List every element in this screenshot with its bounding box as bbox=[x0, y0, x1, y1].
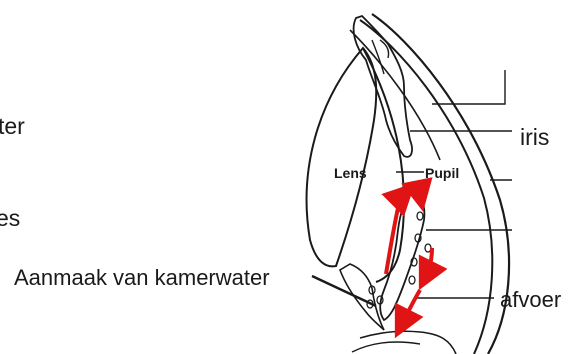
lens-right-edge bbox=[363, 48, 404, 282]
pore bbox=[417, 212, 423, 220]
lower-iris bbox=[380, 190, 424, 320]
pore bbox=[409, 276, 415, 284]
label-aanmaak: Aanmaak van kamerwater bbox=[14, 267, 270, 289]
label-afvoer: afvoer bbox=[500, 289, 561, 311]
outflow-channel-2 bbox=[352, 342, 420, 352]
lens-outline bbox=[307, 48, 377, 266]
upper-ciliary-body bbox=[354, 16, 412, 157]
label-fragment-top: ter bbox=[0, 115, 25, 138]
label-iris: iris bbox=[520, 126, 549, 149]
label-pupil: Pupil bbox=[425, 166, 459, 180]
label-lens: Lens bbox=[334, 166, 367, 180]
red-arrow-outflow bbox=[402, 290, 420, 324]
label-fragment-mid: es bbox=[0, 207, 20, 230]
